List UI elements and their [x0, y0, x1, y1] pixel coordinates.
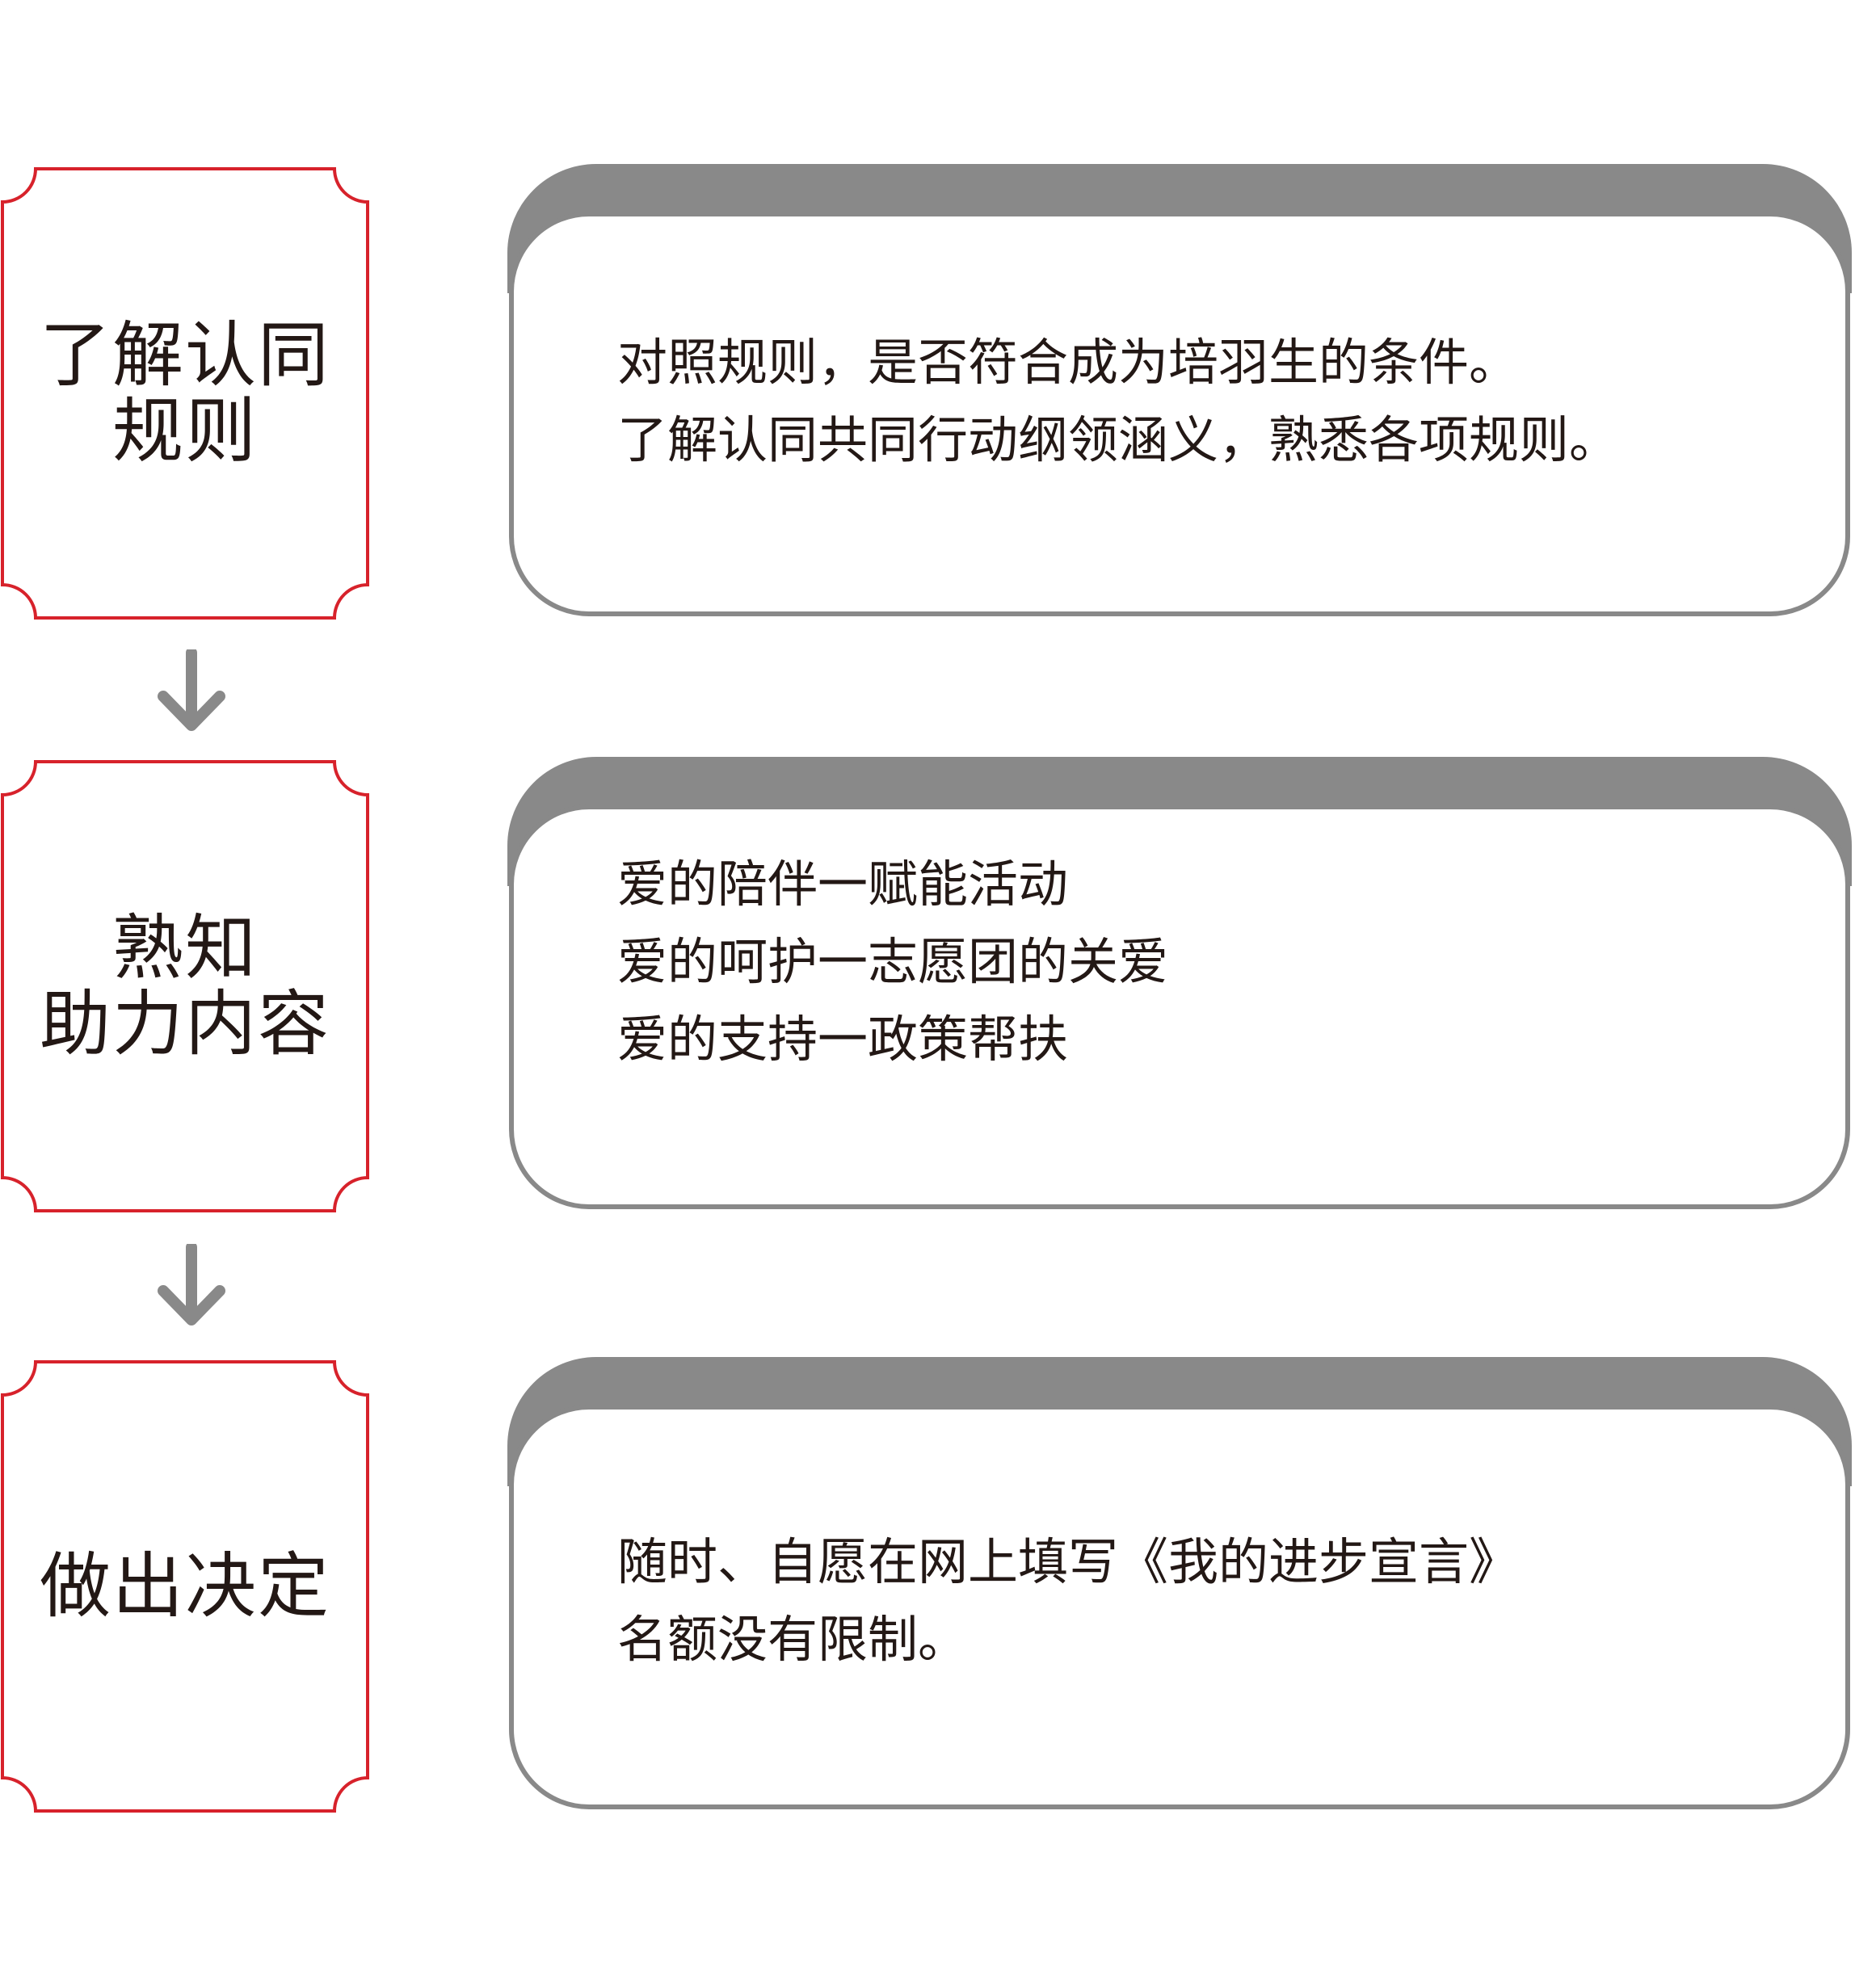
step-3-content-frame — [507, 1357, 1852, 1809]
step-2-content-line-3: 爱的支持一政策帮扶 — [617, 1010, 1069, 1069]
step-1-label: 了解认同 规则 — [0, 166, 370, 620]
step-2-frame — [1, 760, 369, 1212]
step-2-label-line-2: 助力内容 — [39, 982, 330, 1065]
step-2-content-line-2: 爱的呵护一志愿团的关爱 — [617, 932, 1169, 991]
step-1-content-line-2: 了解认同共同行动纲领涵义，熟悉各项规则。 — [617, 410, 1620, 469]
step-3-content: 随时、自愿在网上填写《我的进步宣言》 名额没有限制。 — [617, 1523, 1803, 1678]
step-2-content-frame — [507, 757, 1852, 1209]
step-2-label-line-1: 熟知 — [111, 906, 258, 989]
step-3-label-line-1: 做出决定 — [39, 1544, 330, 1628]
down-arrow-icon — [158, 1244, 225, 1326]
step-2-content-line-1: 爱的陪伴一赋能活动 — [617, 855, 1069, 914]
step-1-label-line-2: 规则 — [111, 389, 258, 473]
step-1-label-line-1: 了解认同 — [39, 313, 330, 397]
step-3-content-box: 随时、自愿在网上填写《我的进步宣言》 名额没有限制。 — [507, 1357, 1852, 1811]
step-2-content: 爱的陪伴一赋能活动 爱的呵护一志愿团的关爱 爱的支持一政策帮扶 — [617, 846, 1803, 1078]
step-3-label: 做出决定 — [0, 1359, 370, 1813]
step-1-label-box: 了解认同 规则 — [0, 166, 370, 620]
step-2-content-box: 爱的陪伴一赋能活动 爱的呵护一志愿团的关爱 爱的支持一政策帮扶 — [507, 757, 1852, 1211]
step-1-content: 对照规则，是否符合成为培羽生的条件。 了解认同共同行动纲领涵义，熟悉各项规则。 — [617, 324, 1803, 479]
step-1-content-box: 对照规则，是否符合成为培羽生的条件。 了解认同共同行动纲领涵义，熟悉各项规则。 — [507, 164, 1852, 618]
down-arrow-icon — [158, 649, 225, 731]
step-2-label-box: 熟知 助力内容 — [0, 759, 370, 1213]
step-1-frame — [1, 167, 369, 620]
step-1-content-frame — [507, 164, 1852, 616]
step-3-frame — [1, 1360, 369, 1813]
step-2-label: 熟知 助力内容 — [0, 759, 370, 1213]
step-3-content-line-2: 名额没有限制。 — [617, 1610, 969, 1669]
step-3-label-box: 做出决定 — [0, 1359, 370, 1813]
step-1-content-line-1: 对照规则，是否符合成为培羽生的条件。 — [617, 333, 1520, 392]
step-3-content-line-1: 随时、自愿在网上填写《我的进步宣言》 — [617, 1532, 1520, 1591]
